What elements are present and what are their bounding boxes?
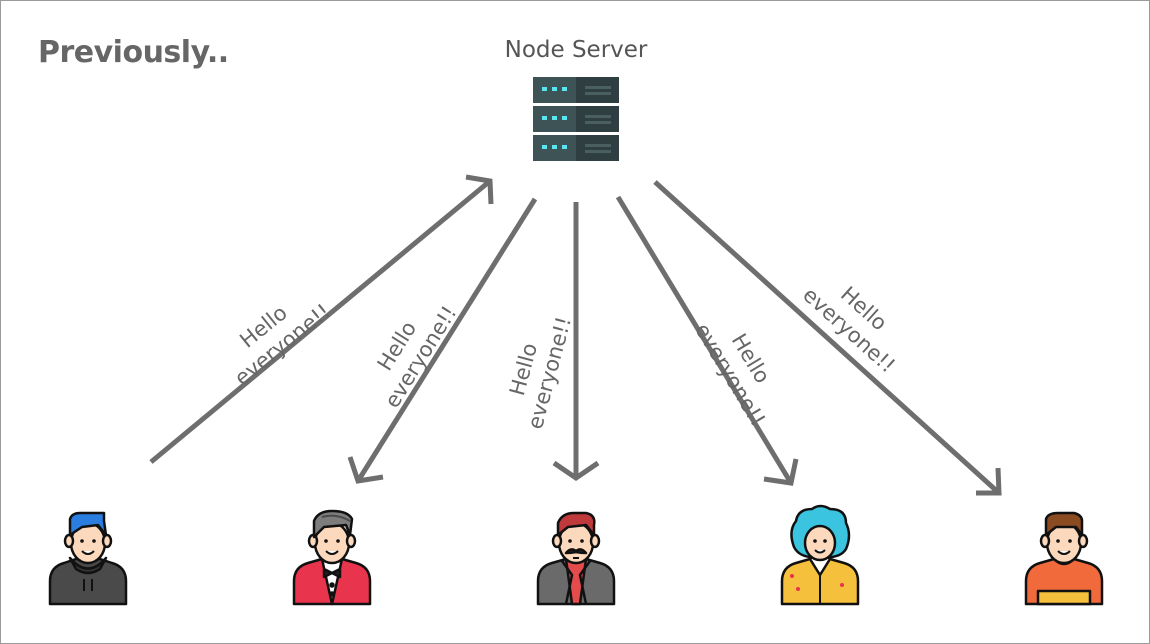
user-mustache-red-hair-icon xyxy=(536,511,616,606)
message-label-3: Hello everyone!! xyxy=(498,307,576,431)
user-orange-shirt-icon xyxy=(1024,511,1104,606)
message-label-5: Hello everyone!! xyxy=(798,263,917,377)
arrow-server-to-client3 xyxy=(552,202,600,482)
arrow-server-to-client2 xyxy=(347,197,538,484)
slide-title: Previously.. xyxy=(38,35,229,70)
user-tuxedo-gray-hair-icon xyxy=(292,509,372,606)
arrow-server-to-client5 xyxy=(653,180,1002,496)
arrow-client1-to-server xyxy=(149,174,494,464)
message-label-2: Hello everyone!! xyxy=(358,288,461,412)
message-label-1: Hello everyone!! xyxy=(214,279,335,390)
arrow-server-to-client4 xyxy=(615,195,799,486)
user-hoodie-blue-hair-icon xyxy=(48,511,128,606)
user-afro-blue-hair-icon xyxy=(780,504,860,606)
message-label-4: Hello everyone!! xyxy=(690,306,792,431)
server-rack-icon xyxy=(533,77,619,161)
server-label: Node Server xyxy=(504,37,648,63)
